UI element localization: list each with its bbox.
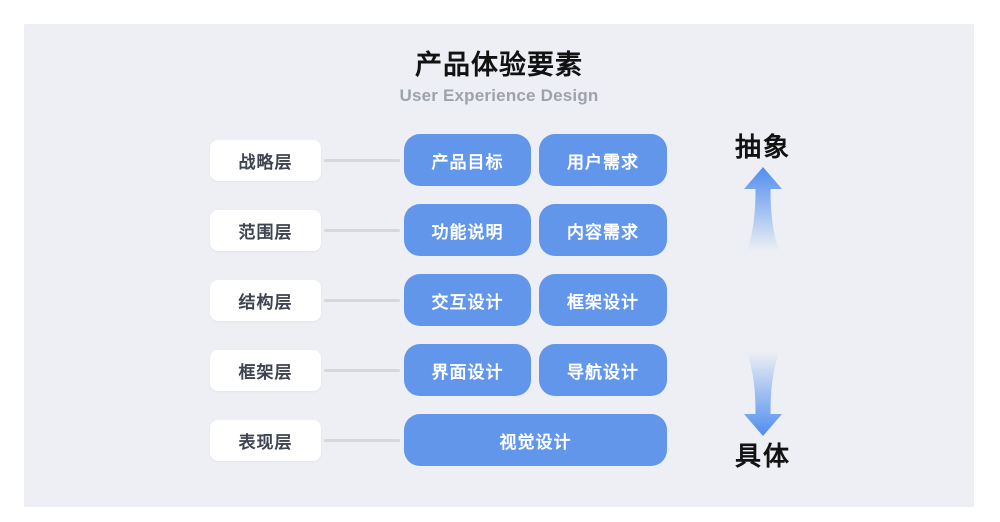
- box-interaction-design: 交互设计: [404, 274, 531, 326]
- layer-row-strategy: 战略层 产品目标 用户需求: [210, 134, 667, 186]
- abstraction-axis: 抽象: [703, 24, 823, 507]
- box-content-requirement: 内容需求: [539, 204, 667, 256]
- connector-line: [324, 298, 400, 302]
- box-feature-spec: 功能说明: [404, 204, 531, 256]
- connector-line: [324, 158, 400, 162]
- layer-label-strategy: 战略层: [210, 139, 321, 181]
- layer-label-structure: 结构层: [210, 279, 321, 321]
- layer-row-structure: 结构层 交互设计 框架设计: [210, 274, 667, 326]
- page-title: 产品体验要素: [415, 50, 583, 80]
- layer-label-skeleton: 框架层: [210, 349, 321, 391]
- layer-row-surface: 表现层 视觉设计: [210, 414, 667, 466]
- connector-line: [324, 228, 400, 232]
- down-arrow-icon: [744, 352, 782, 436]
- box-frame-design: 框架设计: [539, 274, 667, 326]
- box-product-goal: 产品目标: [404, 134, 531, 186]
- axis-label-concrete: 具体: [734, 441, 791, 471]
- title-block: 产品体验要素 User Experience Design: [24, 50, 974, 106]
- layer-row-skeleton: 框架层 界面设计 导航设计: [210, 344, 667, 396]
- page-subtitle: User Experience Design: [399, 85, 599, 105]
- layer-row-scope: 范围层 功能说明 内容需求: [210, 204, 667, 256]
- box-navigation-design: 导航设计: [539, 344, 667, 396]
- box-ui-design: 界面设计: [404, 344, 531, 396]
- connector-line: [324, 438, 400, 442]
- diagram-card: 产品体验要素 User Experience Design 战略层 产品目标 用…: [24, 24, 974, 507]
- axis-label-abstract: 抽象: [734, 132, 791, 162]
- layer-label-scope: 范围层: [210, 209, 321, 251]
- layer-label-surface: 表现层: [210, 419, 321, 461]
- box-user-needs: 用户需求: [539, 134, 667, 186]
- connector-line: [324, 368, 400, 372]
- box-visual-design: 视觉设计: [404, 414, 667, 466]
- up-arrow-icon: [744, 167, 782, 251]
